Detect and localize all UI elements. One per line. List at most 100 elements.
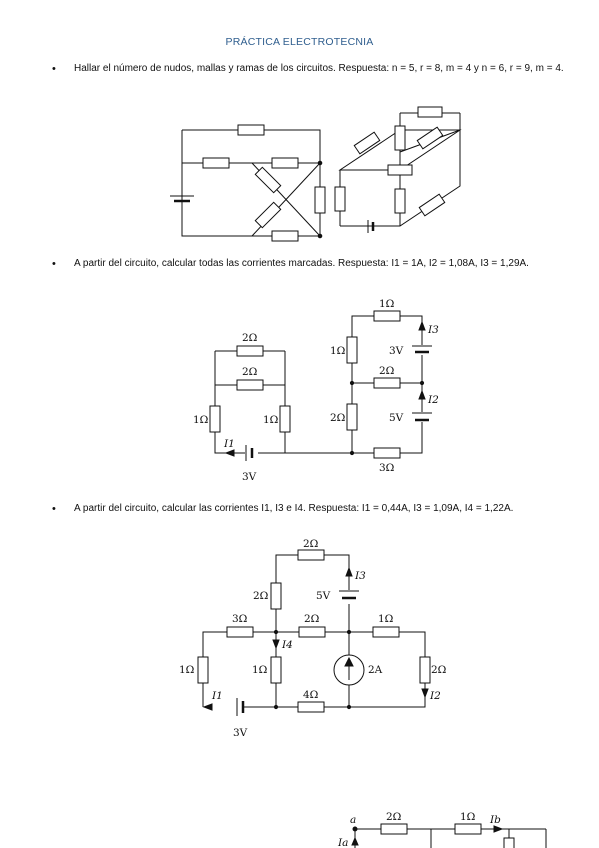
- resistor-box-left: [209, 405, 221, 433]
- current-source-arrowhead: [344, 656, 354, 667]
- node-dot: [346, 629, 352, 635]
- resistor: [353, 131, 381, 155]
- label-i4: I4: [281, 639, 293, 651]
- label-i2: I2: [427, 394, 439, 406]
- label-v-source: 3V: [233, 727, 248, 739]
- label-r-far-right: 2Ω: [431, 664, 447, 676]
- label-r-left-upper: 1Ω: [330, 345, 346, 357]
- bullet: •: [52, 503, 56, 515]
- node-dot: [419, 380, 425, 386]
- label-ia: Ia: [337, 837, 348, 848]
- label-r-top-right: 1Ω: [460, 811, 476, 823]
- node-dot: [346, 704, 352, 710]
- arrow-ia: [351, 836, 359, 846]
- label-r-far-left: 1Ω: [179, 664, 195, 676]
- problem-3-text: A partir del circuito, calcular las corr…: [74, 503, 514, 514]
- label-r-top-left: 2Ω: [386, 811, 402, 823]
- resistor-left-lower: [346, 403, 358, 431]
- problem-2-text: A partir del circuito, calcular todas la…: [74, 258, 529, 269]
- resistor-mid: [373, 377, 401, 389]
- label-i2: I2: [429, 690, 441, 702]
- arrow-ib: [493, 825, 504, 833]
- page-title: PRÁCTICA ELECTROTECNIA: [225, 36, 374, 48]
- label-i3: I3: [354, 570, 366, 582]
- label-current-source: 2A: [368, 664, 383, 676]
- resistor: [314, 186, 326, 214]
- label-r-center: 2Ω: [304, 613, 320, 625]
- problem-1-text: Hallar el número de nudos, mallas y rama…: [74, 63, 564, 74]
- resistor: [254, 201, 282, 229]
- resistor-far-left: [197, 656, 209, 684]
- circuit-1a: [170, 124, 326, 242]
- resistor: [254, 166, 282, 194]
- resistor: [394, 125, 406, 151]
- label-v-upper: 3V: [389, 345, 404, 357]
- arrow-i4: [272, 639, 280, 650]
- arrow-i1: [202, 703, 213, 711]
- node-dot: [317, 160, 323, 166]
- node-dot: [349, 450, 355, 456]
- resistor-top: [373, 310, 401, 322]
- resistor-box-right: [279, 405, 291, 433]
- label-r-box-left: 1Ω: [193, 414, 209, 426]
- label-r-mid: 2Ω: [379, 365, 395, 377]
- resistor: [271, 230, 299, 242]
- label-r-box-right: 1Ω: [263, 414, 279, 426]
- resistor: [387, 164, 413, 176]
- node-dot: [317, 233, 323, 239]
- label-r-bottom: 4Ω: [303, 689, 319, 701]
- arrow-i3: [418, 320, 426, 331]
- label-r-vertical-upper: 2Ω: [253, 590, 269, 602]
- node-dot: [273, 704, 279, 710]
- arrow-i3: [345, 566, 353, 577]
- label-r-top: 1Ω: [379, 298, 395, 310]
- resistor-bottom: [373, 447, 401, 459]
- resistor: [271, 157, 299, 169]
- node-a-dot: [352, 826, 358, 832]
- resistor-top: [297, 549, 325, 561]
- resistor: [202, 157, 230, 169]
- resistor-bottom: [297, 701, 325, 713]
- resistor-top-right: [454, 823, 482, 835]
- label-r-left-top: 3Ω: [232, 613, 248, 625]
- label-r-left-lower: 2Ω: [330, 412, 346, 424]
- resistor-vertical-upper: [270, 582, 282, 610]
- resistor: [418, 193, 446, 217]
- resistor-right-top: [372, 626, 400, 638]
- resistor: [237, 124, 265, 136]
- label-r-right-top: 1Ω: [378, 613, 394, 625]
- resistor-left-top: [226, 626, 254, 638]
- label-r-top: 2Ω: [303, 538, 319, 550]
- resistor-left-upper: [346, 336, 358, 364]
- bullet: •: [52, 258, 56, 270]
- label-v-source: 3V: [242, 471, 257, 483]
- node-dot: [349, 380, 355, 386]
- resistor-center: [298, 626, 326, 638]
- label-v-lower: 5V: [389, 412, 404, 424]
- arrow-i1: [224, 449, 235, 457]
- resistor-top-left: [380, 823, 408, 835]
- label-r-inner-left: 1Ω: [252, 664, 268, 676]
- bullet: •: [52, 63, 56, 75]
- label-r-box-mid: 2Ω: [242, 366, 258, 378]
- label-i1: I1: [211, 690, 223, 702]
- arrow-i2: [421, 688, 429, 699]
- label-r-bottom: 3Ω: [379, 462, 395, 474]
- label-i1: I1: [223, 438, 235, 450]
- resistor: [394, 188, 406, 214]
- resistor-vertical: [503, 837, 515, 848]
- label-r-box-top: 2Ω: [242, 332, 258, 344]
- label-node-a: a: [350, 814, 356, 826]
- circuit-1b: [334, 106, 462, 233]
- resistor-box-top: [236, 345, 264, 357]
- label-i3: I3: [427, 324, 439, 336]
- resistor: [417, 106, 443, 118]
- resistor: [334, 186, 346, 212]
- arrow-i2: [418, 389, 426, 400]
- resistor: [416, 126, 444, 150]
- resistor-far-right: [419, 656, 431, 684]
